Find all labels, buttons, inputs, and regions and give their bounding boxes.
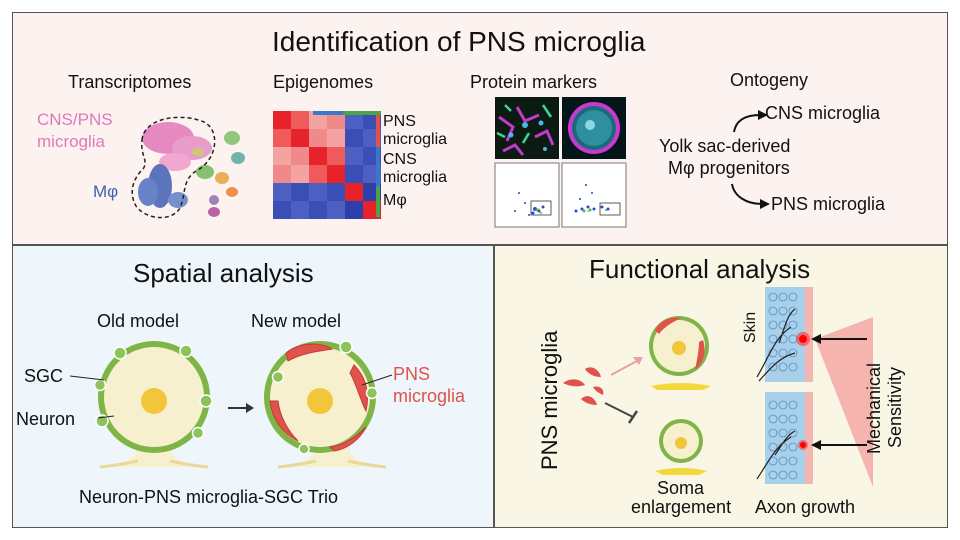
flow-cytometry-plot-left (494, 162, 560, 228)
epigenome-mphi-label: Mφ (383, 192, 407, 209)
heatmap-cell (291, 183, 309, 201)
pns-group-bar (376, 115, 380, 147)
ontogeny-heading: Ontogeny (730, 70, 809, 90)
heatmap-cell (291, 129, 309, 147)
heatmap-cell (327, 165, 345, 183)
heatmap-cell (273, 201, 291, 219)
heatmap-cell (309, 111, 327, 129)
new-model-neuron (264, 340, 393, 469)
epigenome-pns-label-line1: PNS (383, 113, 416, 130)
trio-caption: Neuron-PNS microglia-SGC Trio (79, 487, 339, 507)
heatmap-cell (291, 201, 309, 219)
neuron-label: Neuron (16, 409, 76, 429)
heatmap-cell (273, 165, 291, 183)
heatmap-cell (327, 183, 345, 201)
heatmap-cell (273, 147, 291, 165)
heatmap-cell (291, 165, 309, 183)
heatmap-cell (309, 201, 327, 219)
heatmap-cell (309, 129, 327, 147)
cns-pns-microglia-label-line2: microglia (37, 132, 106, 151)
epigenomes-heading: Epigenomes (273, 72, 374, 92)
sgc-leader-lines (69, 375, 115, 419)
identification-title: Identification of PNS microglia (272, 26, 646, 57)
heatmap-cell (345, 201, 363, 219)
heatmap-cell (345, 129, 363, 147)
heatmap-cell (273, 183, 291, 201)
heatmap-cell (345, 165, 363, 183)
heatmap-cell (309, 147, 327, 165)
mphi-label: Mφ (93, 182, 119, 201)
heatmap-cell (345, 147, 363, 165)
heatmap-cell (327, 129, 345, 147)
old-model-label: Old model (97, 311, 180, 331)
old-to-new-arrow (228, 403, 254, 413)
enlarged-soma (649, 316, 711, 390)
heatmap-cell (291, 147, 309, 165)
cns-group-bar (376, 147, 380, 187)
pns-microglia-label-line2: microglia (393, 386, 466, 406)
new-model-label: New model (251, 311, 342, 331)
normal-soma (655, 419, 707, 475)
ontogeny-arrows (731, 110, 770, 209)
heatmap-cell (345, 183, 363, 201)
heatmap-cell (309, 183, 327, 201)
heatmap-cell (327, 111, 345, 129)
ontogeny-pns-target: PNS microglia (771, 194, 886, 214)
transcriptomes-heading: Transcriptomes (68, 72, 192, 92)
heatmap-cell (309, 165, 327, 183)
ontogeny-source-line1: Yolk sac-derived (659, 136, 791, 156)
flow-cytometry-plot-right (561, 162, 627, 228)
protein-markers-heading: Protein markers (470, 72, 598, 92)
microscopy-image-left (495, 97, 559, 159)
heatmap-cell (327, 147, 345, 165)
heatmap-cell (327, 201, 345, 219)
soma-label-line2: enlargement (631, 497, 732, 517)
heatmap-cell (273, 111, 291, 129)
ontogeny-source-line2: Mφ progenitors (668, 158, 790, 178)
epigenome-cns-label-line1: CNS (383, 151, 417, 168)
soma-label-line1: Soma (657, 478, 705, 498)
epigenome-cns-label-line2: microglia (383, 169, 448, 186)
correlation-heatmap (273, 111, 381, 219)
mechanical-sensitivity-label-line1: Mechanical (864, 362, 884, 454)
microscopy-image-right (562, 97, 626, 159)
axon-growth-label: Axon growth (755, 497, 856, 517)
pns-microglia-label-line1: PNS (393, 364, 431, 384)
skin-label: Skin (742, 311, 759, 343)
umap-plot (131, 116, 245, 219)
microglia-cells-cluster (563, 357, 643, 424)
mechanical-sensitivity-label-line2: Sensitivity (885, 366, 905, 448)
functional-analysis-title: Functional analysis (589, 254, 811, 284)
cns-pns-microglia-label-line1: CNS/PNS (37, 110, 113, 129)
old-model-neuron (93, 341, 213, 469)
heatmap-cell (273, 129, 291, 147)
skin-tissue-diagram (756, 287, 873, 487)
spatial-analysis-title: Spatial analysis (133, 258, 314, 288)
heatmap-cell (291, 111, 309, 129)
epigenome-pns-label-line2: microglia (383, 131, 448, 148)
spatial-analysis-panel (12, 245, 494, 528)
heatmap-cell (345, 111, 363, 129)
ontogeny-cns-target: CNS microglia (765, 103, 881, 123)
sgc-label: SGC (24, 366, 64, 386)
mphi-group-bar (376, 187, 380, 217)
